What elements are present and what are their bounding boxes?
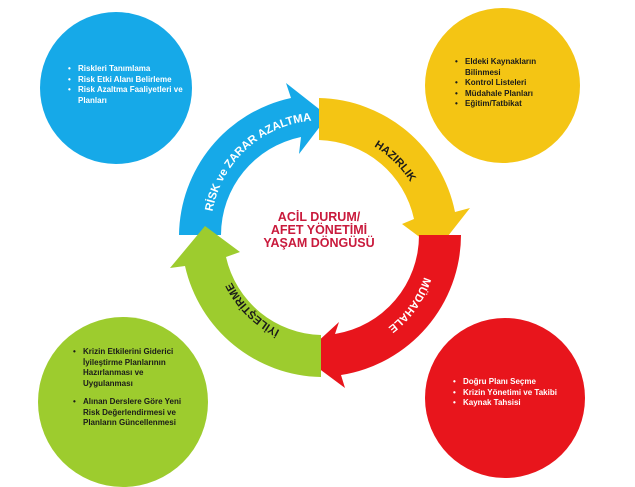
bubble-iyilestirme-list: Krizin Etkilerini Giderici İyileştirme P… xyxy=(73,347,195,429)
arrow-risk xyxy=(179,83,328,235)
arrow-iyilestirme xyxy=(170,226,321,377)
list-item: Riskleri Tanımlama xyxy=(68,64,188,75)
list-item: Alınan Derslere Göre Yeni Risk Değerlend… xyxy=(73,397,195,429)
center-title-line-1: ACİL DURUM/ xyxy=(277,210,361,224)
list-item: Krizin Etkilerini Giderici İyileştirme P… xyxy=(73,347,195,389)
list-item: Kontrol Listeleri xyxy=(455,78,563,89)
bubble-hazirlik: Eldeki Kaynakların Bilinmesi Kontrol Lis… xyxy=(425,8,580,163)
list-item: Doğru Planı Seçme xyxy=(453,377,575,388)
list-item: Risk Azaltma Faaliyetleri ve Planları xyxy=(68,85,188,106)
list-item: Eğitim/Tatbikat xyxy=(455,99,563,110)
list-item: Risk Etki Alanı Belirleme xyxy=(68,75,188,86)
bubble-iyilestirme: Krizin Etkilerini Giderici İyileştirme P… xyxy=(38,317,208,487)
list-item: Eldeki Kaynakların Bilinmesi xyxy=(455,57,563,78)
bubble-risk-list: Riskleri Tanımlama Risk Etki Alanı Belir… xyxy=(68,64,188,106)
center-title-line-3: YAŞAM DÖNGÜSÜ xyxy=(263,236,375,250)
bubble-risk: Riskleri Tanımlama Risk Etki Alanı Belir… xyxy=(40,12,192,164)
center-title: ACİL DURUM/ AFET YÖNETİMİ YAŞAM DÖNGÜSÜ xyxy=(255,211,383,250)
list-item: Kaynak Tahsisi xyxy=(453,398,575,409)
arrow-hazirlik xyxy=(319,98,470,250)
bubble-mudahale-list: Doğru Planı Seçme Krizin Yönetimi ve Tak… xyxy=(453,377,575,409)
list-item: Krizin Yönetimi ve Takibi xyxy=(453,388,575,399)
arrow-mudahale xyxy=(302,235,461,388)
bubble-mudahale: Doğru Planı Seçme Krizin Yönetimi ve Tak… xyxy=(425,318,585,478)
bubble-hazirlik-list: Eldeki Kaynakların Bilinmesi Kontrol Lis… xyxy=(455,57,563,110)
center-title-line-2: AFET YÖNETİMİ xyxy=(270,223,368,237)
list-item: Müdahale Planları xyxy=(455,89,563,100)
